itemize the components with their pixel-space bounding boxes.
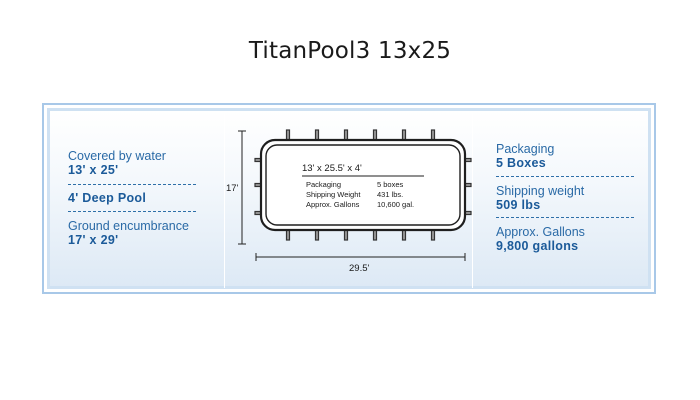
width-dimension-label: 29.5' bbox=[349, 263, 369, 274]
pool-table-key: Approx. Gallons bbox=[306, 200, 360, 209]
pool-size-label: 13' x 25.5' x 4' bbox=[302, 163, 362, 174]
spec-ground-encumbrance: Ground encumbrance 17' x 29' bbox=[68, 219, 189, 247]
pool-table-key: Packaging bbox=[306, 180, 341, 189]
spec-label: Covered by water bbox=[68, 149, 166, 163]
spec-value: 509 lbs bbox=[496, 198, 541, 212]
height-dimension-label: 17' bbox=[226, 183, 239, 194]
spec-label: Ground encumbrance bbox=[68, 219, 189, 233]
pool-table-value: 10,600 gal. bbox=[377, 200, 414, 209]
spec-covered-by-water: Covered by water 13' x 25' bbox=[68, 149, 166, 177]
spec-separator bbox=[68, 211, 196, 212]
spec-depth: 4' Deep Pool bbox=[68, 191, 146, 205]
page-title: TitanPool3 13x25 bbox=[248, 38, 452, 64]
spec-shipping-weight: Shipping weight 509 lbs bbox=[496, 184, 584, 212]
pool-outline-inner bbox=[265, 144, 461, 226]
spec-value: 5 Boxes bbox=[496, 156, 547, 170]
spec-label: Packaging bbox=[496, 142, 555, 156]
column-divider-right bbox=[472, 111, 473, 288]
pool-table-key: Shipping Weight bbox=[306, 190, 361, 199]
spec-packaging: Packaging 5 Boxes bbox=[496, 142, 554, 170]
spec-value: 17' x 29' bbox=[68, 233, 119, 247]
spec-separator bbox=[68, 184, 196, 185]
spec-value: 4' Deep Pool bbox=[68, 191, 147, 205]
pool-table-value: 431 lbs. bbox=[377, 190, 403, 199]
spec-value: 13' x 25' bbox=[68, 163, 119, 177]
spec-label: Shipping weight bbox=[496, 184, 585, 198]
spec-value: 9,800 gallons bbox=[496, 239, 579, 253]
spec-separator bbox=[496, 217, 634, 218]
column-divider-left bbox=[224, 111, 225, 288]
spec-separator bbox=[496, 176, 634, 177]
pool-diagram: 13' x 25.5' x 4' Packaging 5 boxes Shipp… bbox=[226, 129, 472, 274]
pool-table-value: 5 boxes bbox=[377, 180, 404, 189]
pool-outline-outer bbox=[259, 138, 467, 232]
spec-label: Approx. Gallons bbox=[496, 225, 585, 239]
spec-approx-gallons: Approx. Gallons 9,800 gallons bbox=[496, 225, 585, 253]
